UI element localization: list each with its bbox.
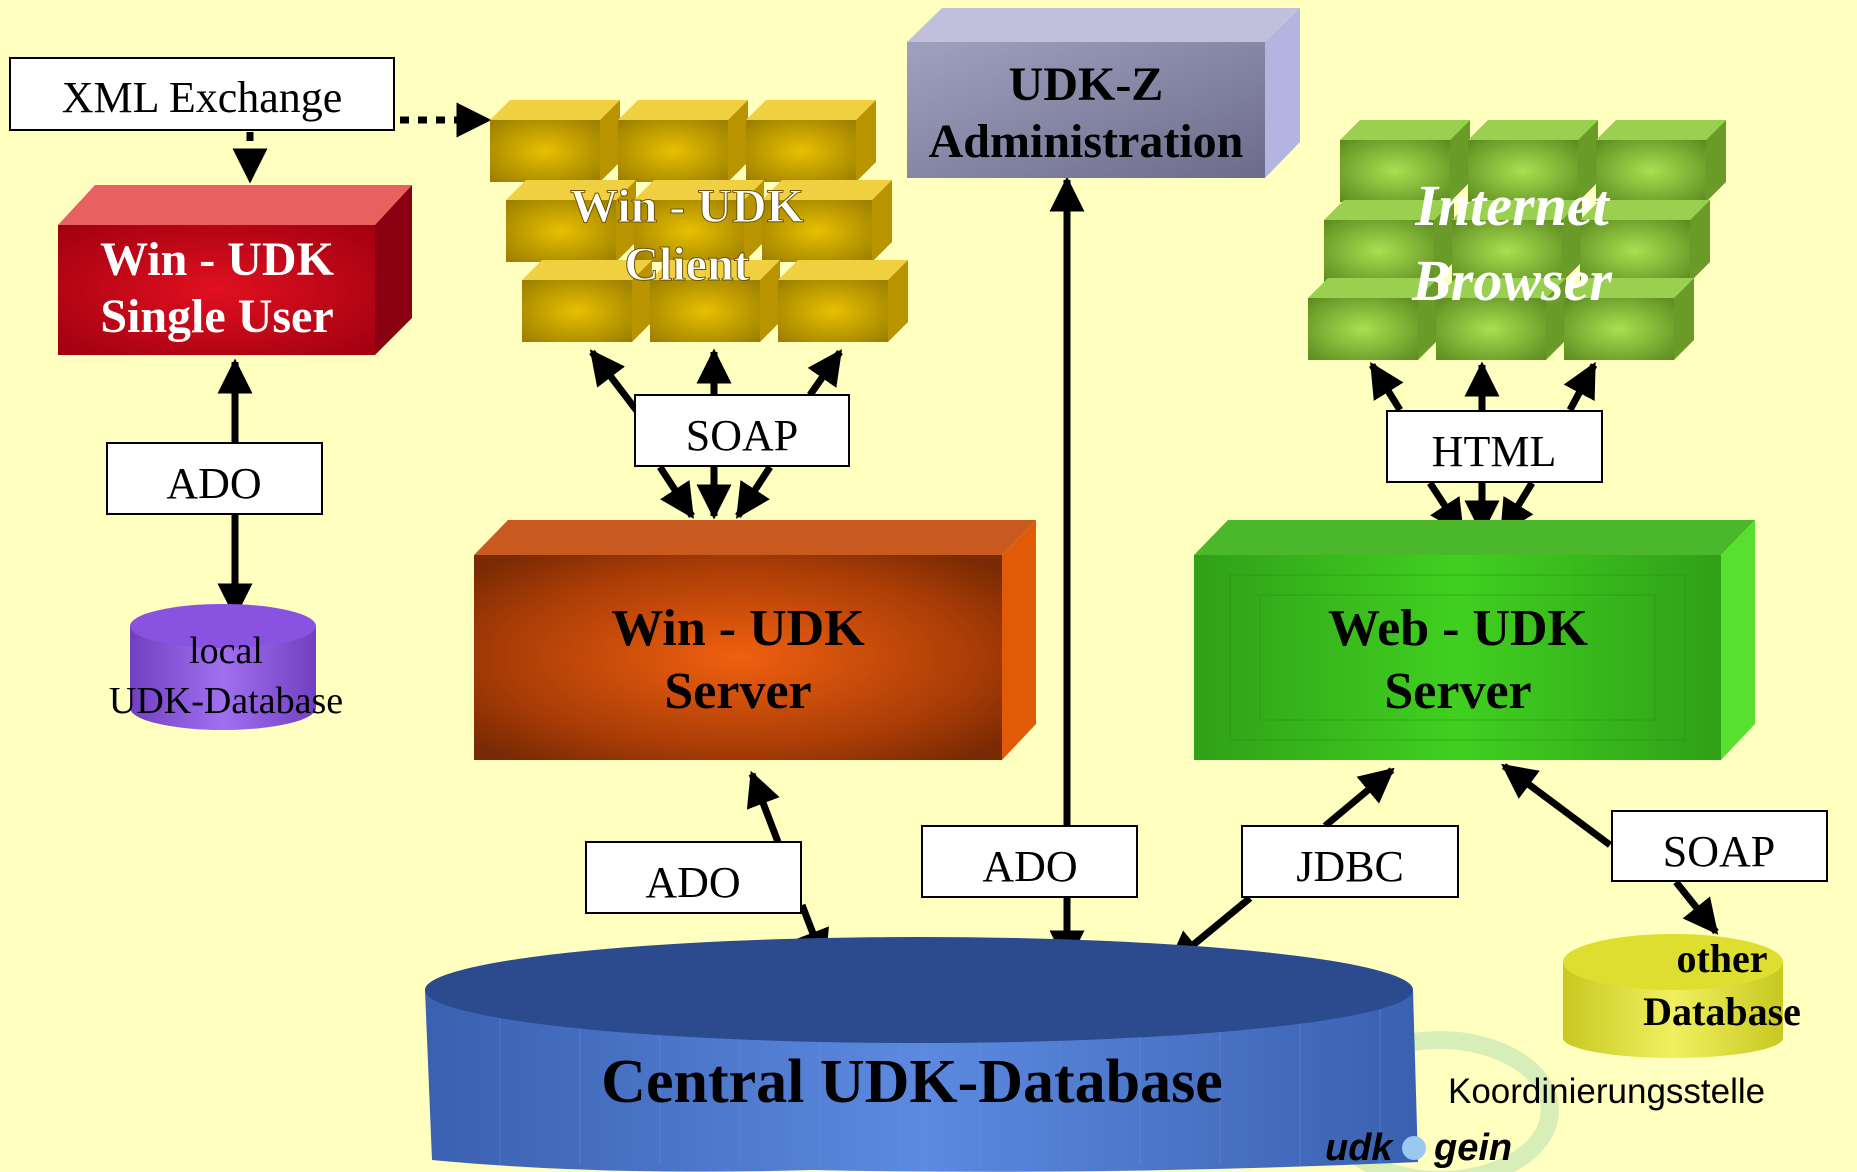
udkz-admin-title-line2: Administration bbox=[929, 115, 1244, 168]
single-user-node: Win - UDK Single User bbox=[58, 185, 412, 355]
client-brick-1-1 bbox=[634, 180, 764, 262]
browser-brick-0-1 bbox=[1468, 120, 1598, 202]
central-db-node: Central UDK-Database bbox=[425, 937, 1418, 1172]
html-arrow-left-up bbox=[1369, 362, 1404, 412]
ado-win-server-label-box: ADO bbox=[585, 841, 802, 914]
internet-browser-title-line1: Internet bbox=[1414, 173, 1610, 238]
browser-brick-1-0 bbox=[1324, 200, 1454, 282]
koordinierungsstelle-logo: Koordinierungsstelle udk gein bbox=[1325, 1072, 1765, 1169]
ado-admin-label: ADO bbox=[982, 842, 1077, 891]
browser-brick-2-2 bbox=[1564, 278, 1694, 360]
win-client-title-line2: Client bbox=[624, 238, 749, 291]
other-db-label-line2: Database bbox=[1643, 989, 1801, 1034]
soap-arrow-left-up bbox=[589, 349, 643, 418]
browser-brick-1-1 bbox=[1452, 200, 1582, 282]
other-db-node: other Database bbox=[1563, 934, 1801, 1058]
soap-client-label-box: SOAP bbox=[634, 394, 850, 467]
win-client-node bbox=[490, 100, 908, 342]
html-arrow-right-up bbox=[1563, 361, 1598, 412]
internet-browser-node bbox=[1308, 120, 1726, 360]
connector-lines bbox=[217, 102, 1719, 967]
jdbc-label-box: JDBC bbox=[1241, 825, 1459, 898]
client-brick-2-0 bbox=[522, 260, 652, 342]
web-server-title-line1: Web - UDK bbox=[1328, 600, 1589, 657]
jdbc-label: JDBC bbox=[1296, 842, 1404, 891]
win-server-node: Win - UDK Server bbox=[474, 520, 1036, 760]
soap-other-label-box: SOAP bbox=[1611, 810, 1828, 882]
browser-brick-0-2 bbox=[1596, 120, 1726, 202]
win-server-title-line1: Win - UDK bbox=[611, 600, 865, 657]
internet-browser-title-line2: Browser bbox=[1411, 248, 1612, 313]
ado-local-label: ADO bbox=[166, 459, 261, 508]
browser-brick-0-0 bbox=[1340, 120, 1470, 202]
logo-brand-left: udk bbox=[1325, 1127, 1394, 1169]
other-db-label-line1: other bbox=[1676, 936, 1767, 981]
soap-arrow-left-down bbox=[657, 465, 695, 519]
client-brick-0-1 bbox=[618, 100, 748, 182]
client-brick-1-0 bbox=[506, 180, 636, 262]
web-server-node: Web - UDK Server bbox=[1194, 520, 1755, 760]
local-db-label-line1: local bbox=[189, 630, 263, 672]
jdbc-arrow-up bbox=[1322, 767, 1395, 829]
single-user-title-line2: Single User bbox=[100, 290, 333, 343]
client-brick-0-2 bbox=[746, 100, 876, 182]
soap-other-arrow-up bbox=[1501, 763, 1613, 848]
win-client-title-line1: Win - UDK bbox=[570, 180, 804, 233]
web-server-title-line2: Server bbox=[1384, 663, 1531, 720]
browser-brick-1-2 bbox=[1580, 200, 1710, 282]
udkz-admin-title-line1: UDK-Z bbox=[1009, 58, 1164, 111]
udkz-admin-node: UDK-Z Administration bbox=[907, 8, 1300, 178]
client-brick-0-0 bbox=[490, 100, 620, 182]
soap-arrow-right-down bbox=[735, 465, 773, 519]
client-brick-2-2 bbox=[778, 260, 908, 342]
local-db-node: local UDK-Database bbox=[109, 604, 343, 730]
browser-brick-2-1 bbox=[1436, 278, 1566, 360]
win-client-labels: Win - UDK Client bbox=[570, 180, 805, 292]
logo-dot-icon bbox=[1402, 1136, 1426, 1160]
soap-arrow-right-up bbox=[807, 349, 843, 398]
logo-org-text: Koordinierungsstelle bbox=[1448, 1072, 1765, 1111]
xml-exchange-node: XML Exchange bbox=[9, 57, 395, 131]
soap-other-label: SOAP bbox=[1663, 827, 1776, 876]
soap-client-label: SOAP bbox=[686, 411, 799, 460]
xml-exchange-label: XML Exchange bbox=[62, 73, 343, 122]
ado-win-server-label: ADO bbox=[645, 858, 740, 907]
single-user-title-line1: Win - UDK bbox=[100, 233, 334, 286]
html-browser-label: HTML bbox=[1432, 427, 1557, 476]
client-brick-1-2 bbox=[762, 180, 892, 262]
logo-brand-right: gein bbox=[1433, 1127, 1512, 1169]
ado-admin-label-box: ADO bbox=[921, 825, 1138, 898]
soap-other-arrow-down bbox=[1673, 879, 1719, 935]
ado-local-label-box: ADO bbox=[106, 442, 323, 515]
central-db-label: Central UDK-Database bbox=[601, 1048, 1223, 1116]
html-browser-label-box: HTML bbox=[1386, 410, 1603, 483]
client-brick-2-1 bbox=[650, 260, 780, 342]
browser-brick-2-0 bbox=[1308, 278, 1438, 360]
win-server-title-line2: Server bbox=[664, 663, 811, 720]
win-server-db-arrow-up bbox=[746, 770, 782, 844]
local-db-label-line2: UDK-Database bbox=[109, 680, 343, 722]
internet-browser-labels: Internet Browser bbox=[1411, 173, 1612, 313]
